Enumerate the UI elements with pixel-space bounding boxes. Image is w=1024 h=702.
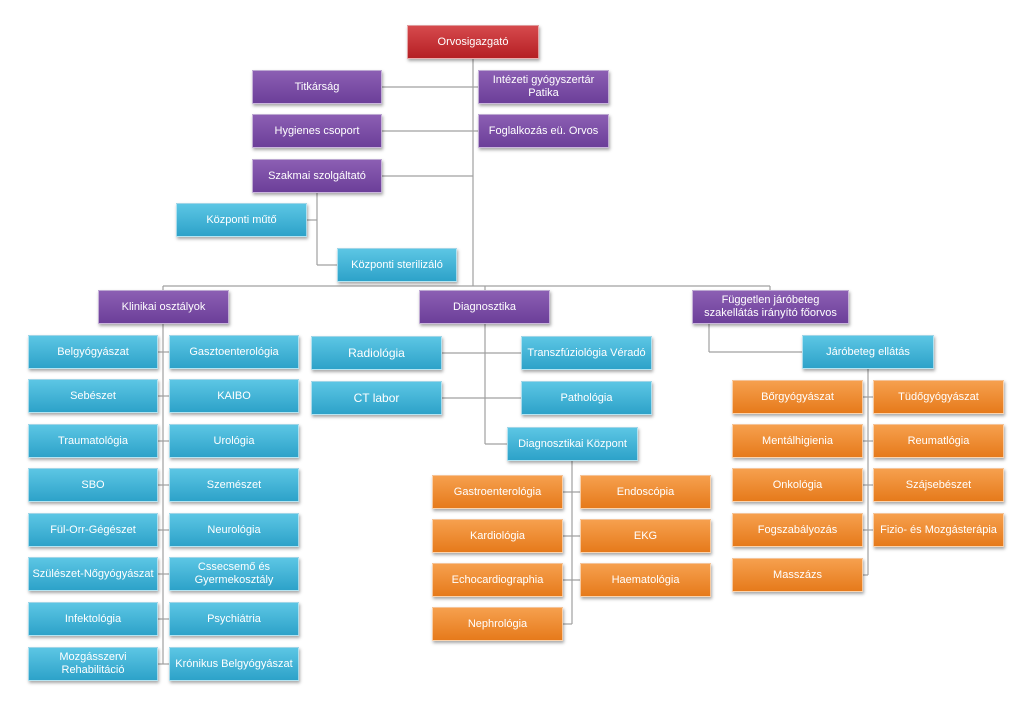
diagnostic-center-unit-left[interactable]: Nephrológia	[432, 607, 563, 641]
outpatient-unit-left[interactable]: Mentálhigienia	[732, 424, 863, 458]
division-diagnostics[interactable]: Diagnosztika	[419, 290, 550, 324]
clinical-dept-left[interactable]: SBO	[28, 468, 158, 502]
clinical-dept-left[interactable]: Infektológia	[28, 602, 158, 636]
clinical-dept-left[interactable]: Fül-Orr-Gégészet	[28, 513, 158, 547]
clinical-dept-left[interactable]: Belgyógyászat	[28, 335, 158, 369]
outpatient-unit-right[interactable]: Szájsebészet	[873, 468, 1004, 502]
diagnostics-unit-right[interactable]: Transzfúziológia Véradó	[521, 336, 652, 370]
clinical-dept-left[interactable]: Traumatológia	[28, 424, 158, 458]
clinical-dept-right[interactable]: Szemészet	[169, 468, 299, 502]
outpatient-unit-right[interactable]: Tüdőgyógyászat	[873, 380, 1004, 414]
staff-node-occupational-doctor[interactable]: Foglalkozás eü. Orvos	[478, 114, 609, 148]
service-node-central-or[interactable]: Központi műtő	[176, 203, 307, 237]
diagnostics-unit-left[interactable]: CT labor	[311, 381, 442, 415]
outpatient-care-node[interactable]: Járóbeteg ellátás	[802, 335, 934, 369]
diagnostic-center-unit-left[interactable]: Gastroenterológia	[432, 475, 563, 509]
outpatient-unit-left[interactable]: Onkológia	[732, 468, 863, 502]
clinical-dept-right[interactable]: Krónikus Belgyógyászat	[169, 647, 299, 681]
staff-node-professional-services[interactable]: Szakmai szolgáltató	[252, 159, 382, 193]
clinical-dept-right[interactable]: Gasztoenterológia	[169, 335, 299, 369]
clinical-dept-right[interactable]: Neurológia	[169, 513, 299, 547]
division-outpatient[interactable]: Független járóbeteg szakellátás irányító…	[692, 290, 849, 324]
clinical-dept-right[interactable]: Cssecsemő és Gyermekosztály	[169, 557, 299, 591]
clinical-dept-right[interactable]: Urológia	[169, 424, 299, 458]
clinical-dept-right[interactable]: Psychiátria	[169, 602, 299, 636]
diagnostic-center-unit-left[interactable]: Echocardiographia	[432, 563, 563, 597]
diagnostic-center-unit-right[interactable]: EKG	[580, 519, 711, 553]
outpatient-unit-left[interactable]: Fogszabályozás	[732, 513, 863, 547]
outpatient-unit-left[interactable]: Bőrgyógyászat	[732, 380, 863, 414]
diagnostic-center-unit-right[interactable]: Haematológia	[580, 563, 711, 597]
clinical-dept-left[interactable]: Sebészet	[28, 379, 158, 413]
diagnostic-center-unit-right[interactable]: Endoscópia	[580, 475, 711, 509]
service-node-sterilization[interactable]: Központi sterilizáló	[337, 248, 457, 282]
diagnostics-unit-right[interactable]: Pathológia	[521, 381, 652, 415]
clinical-dept-right[interactable]: KAIBO	[169, 379, 299, 413]
staff-node-secretariat[interactable]: Titkárság	[252, 70, 382, 104]
director-node[interactable]: Orvosigazgató	[407, 25, 539, 59]
diagnostics-unit-left[interactable]: Radiológia	[311, 336, 442, 370]
diagnostic-center-node[interactable]: Diagnosztikai Központ	[507, 427, 638, 461]
staff-node-pharmacy[interactable]: Intézeti gyógyszertár Patika	[478, 70, 609, 104]
outpatient-unit-left[interactable]: Masszázs	[732, 558, 863, 592]
division-clinical[interactable]: Klinikai osztályok	[98, 290, 229, 324]
clinical-dept-left[interactable]: Mozgásszervi Rehabilitáció	[28, 647, 158, 681]
outpatient-unit-right[interactable]: Reumatlógia	[873, 424, 1004, 458]
diagnostic-center-unit-left[interactable]: Kardiológia	[432, 519, 563, 553]
clinical-dept-left[interactable]: Szülészet-Nőgyógyászat	[28, 557, 158, 591]
outpatient-unit-right[interactable]: Fizio- és Mozgásterápia	[873, 513, 1004, 547]
staff-node-hygiene[interactable]: Hygienes csoport	[252, 114, 382, 148]
